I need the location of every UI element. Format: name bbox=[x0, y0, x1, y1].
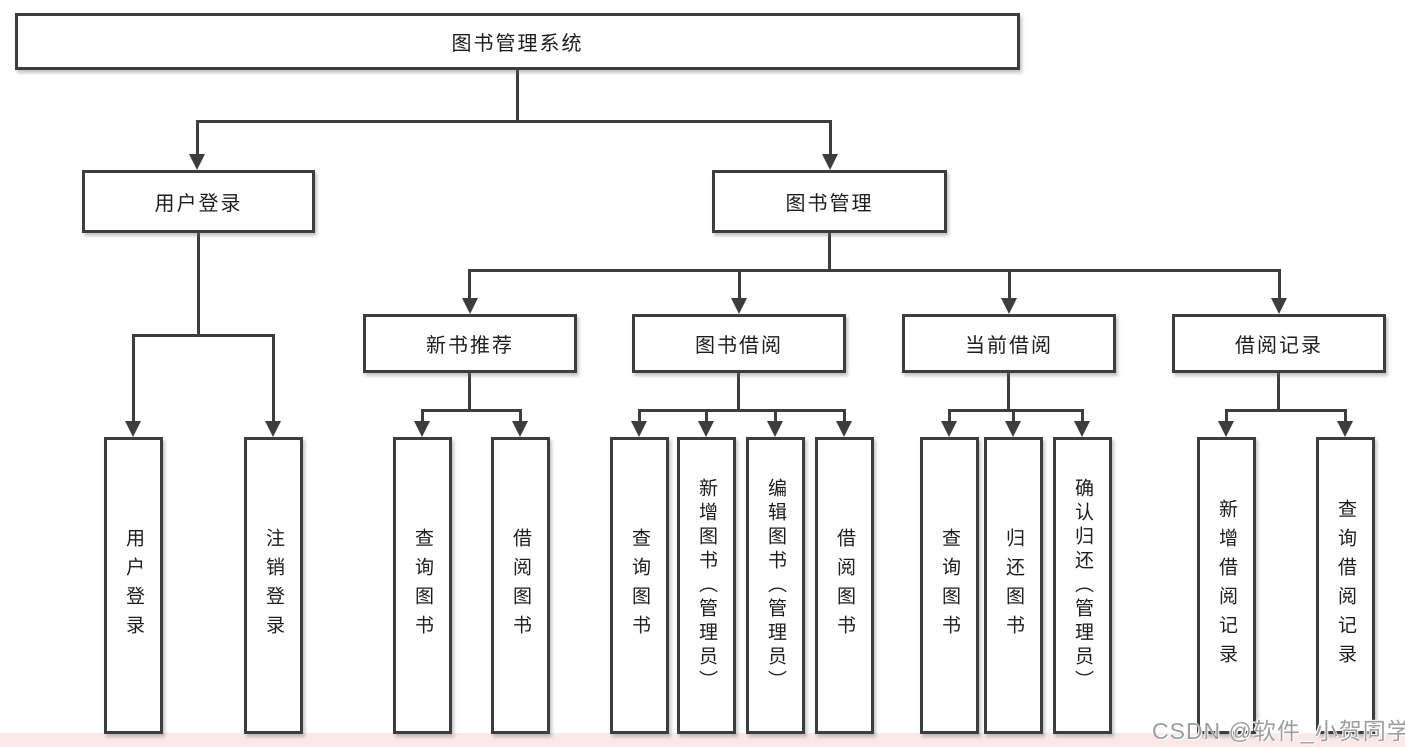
arrow-down-icon bbox=[189, 154, 205, 170]
leaf-return-books: 归还图书 bbox=[984, 437, 1043, 734]
connector-line bbox=[196, 120, 199, 156]
connector-line bbox=[468, 269, 1281, 272]
connector-line bbox=[705, 409, 708, 423]
leaf-logout-login: 注销登录 bbox=[244, 437, 303, 734]
connector-line bbox=[1012, 409, 1015, 423]
connector-line bbox=[1225, 409, 1347, 412]
arrow-down-icon bbox=[1337, 421, 1353, 437]
leaf-query-borrow-record: 查询借阅记录 bbox=[1316, 437, 1375, 734]
connector-line bbox=[1277, 373, 1280, 412]
connector-line bbox=[638, 409, 846, 412]
connector-line bbox=[1344, 409, 1347, 423]
arrow-down-icon bbox=[836, 421, 852, 437]
connector-line bbox=[272, 334, 275, 423]
node-book-borrow: 图书借阅 bbox=[632, 314, 846, 373]
connector-line bbox=[638, 409, 641, 423]
leaf-borrow-query-books: 查询图书 bbox=[610, 437, 669, 734]
arrow-down-icon bbox=[1218, 421, 1234, 437]
connector-line bbox=[516, 70, 519, 123]
node-user-login: 用户登录 bbox=[82, 170, 315, 233]
connector-line bbox=[468, 373, 471, 412]
connector-line bbox=[738, 269, 741, 300]
connector-line bbox=[828, 233, 831, 272]
node-borrow-records: 借阅记录 bbox=[1172, 314, 1386, 373]
connector-line bbox=[948, 409, 1084, 412]
arrow-down-icon bbox=[631, 421, 647, 437]
connector-line bbox=[948, 409, 951, 423]
arrow-down-icon bbox=[1271, 298, 1287, 314]
connector-line bbox=[421, 409, 424, 423]
arrow-down-icon bbox=[698, 421, 714, 437]
arrow-down-icon bbox=[1074, 421, 1090, 437]
leaf-add-borrow-record: 新增借阅记录 bbox=[1197, 437, 1256, 734]
leaf-confirm-return-admin: 确认归还（管理员） bbox=[1053, 437, 1112, 734]
connector-line bbox=[737, 373, 740, 412]
arrow-down-icon bbox=[414, 421, 430, 437]
csdn-watermark: CSDN @软件_小贺同学 bbox=[1152, 718, 1405, 744]
connector-line bbox=[197, 233, 200, 337]
arrow-down-icon bbox=[941, 421, 957, 437]
connector-line bbox=[132, 334, 274, 337]
connector-line bbox=[774, 409, 777, 423]
connector-line bbox=[1007, 373, 1010, 412]
connector-line bbox=[1278, 269, 1281, 300]
node-library-system: 图书管理系统 bbox=[15, 13, 1020, 70]
arrow-down-icon bbox=[1001, 298, 1017, 314]
arrow-down-icon bbox=[512, 421, 528, 437]
connector-line bbox=[843, 409, 846, 423]
connector-line bbox=[132, 334, 135, 423]
leaf-edit-books-admin: 编辑图书（管理员） bbox=[746, 437, 805, 734]
footer-tint-strip bbox=[0, 733, 1405, 747]
arrow-down-icon bbox=[822, 154, 838, 170]
leaf-recommend-borrow-books: 借阅图书 bbox=[491, 437, 550, 734]
arrow-down-icon bbox=[731, 298, 747, 314]
arrow-down-icon bbox=[767, 421, 783, 437]
leaf-add-books-admin: 新增图书（管理员） bbox=[677, 437, 736, 734]
connector-line bbox=[829, 120, 832, 156]
connector-line bbox=[1225, 409, 1228, 423]
leaf-borrow-books: 借阅图书 bbox=[815, 437, 874, 734]
arrow-down-icon bbox=[462, 298, 478, 314]
connector-line bbox=[196, 120, 832, 123]
connector-line bbox=[1081, 409, 1084, 423]
arrow-down-icon bbox=[125, 421, 141, 437]
connector-line bbox=[468, 269, 471, 300]
connector-line bbox=[1008, 269, 1011, 300]
arrow-down-icon bbox=[265, 421, 281, 437]
node-current-borrow: 当前借阅 bbox=[902, 314, 1116, 373]
leaf-recommend-query-books: 查询图书 bbox=[393, 437, 452, 734]
arrow-down-icon bbox=[1005, 421, 1021, 437]
connector-line bbox=[519, 409, 522, 423]
node-new-book-recommend: 新书推荐 bbox=[363, 314, 577, 373]
leaf-user-login: 用户登录 bbox=[104, 437, 163, 734]
leaf-current-query-books: 查询图书 bbox=[920, 437, 979, 734]
node-book-management: 图书管理 bbox=[712, 170, 947, 233]
connector-line bbox=[421, 409, 522, 412]
